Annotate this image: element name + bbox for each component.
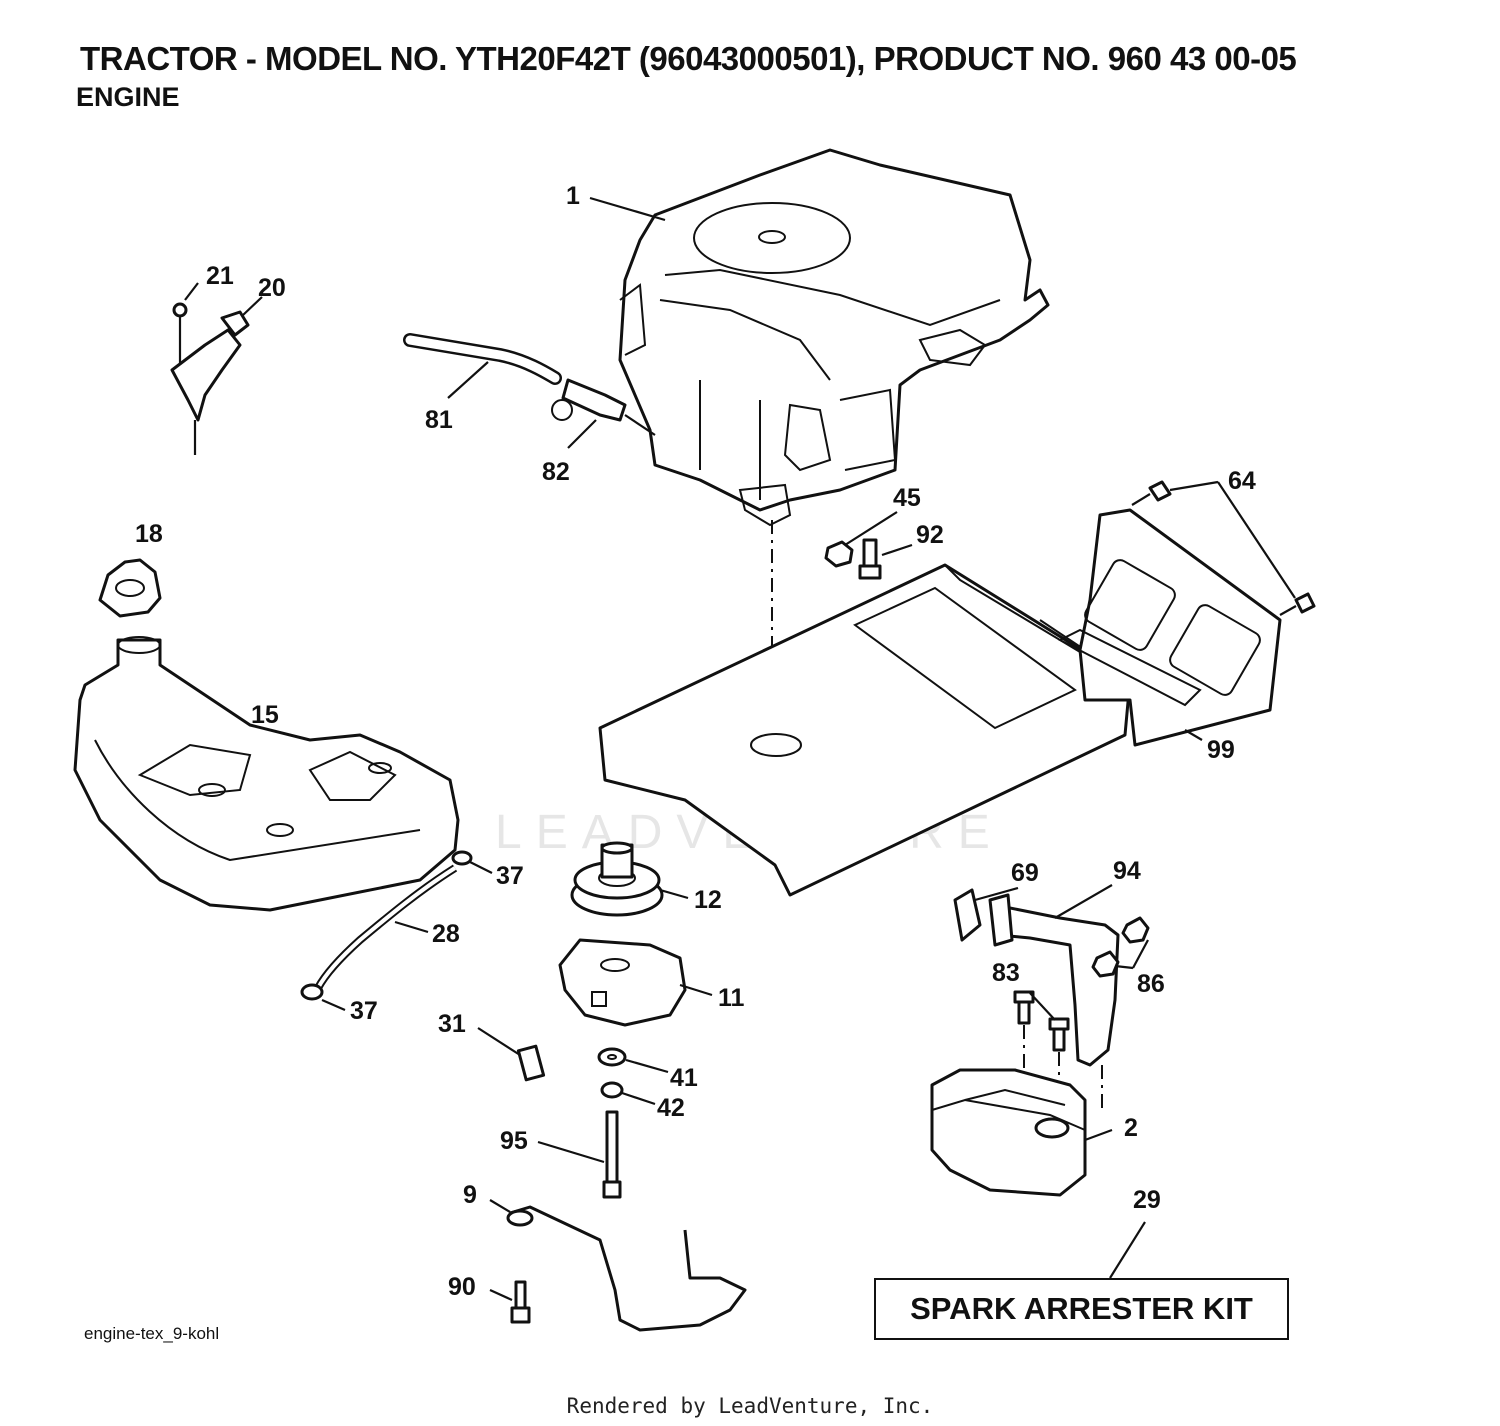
heat-shield-bracket[interactable] (1057, 508, 1282, 747)
engine-nut[interactable] (824, 540, 854, 568)
page-title: TRACTOR - MODEL NO. YTH20F42T (960430005… (80, 40, 1297, 77)
callout-69: 69 (1011, 859, 1039, 887)
clutch-bolt[interactable] (602, 1110, 622, 1199)
lock-washer[interactable] (600, 1081, 624, 1099)
callout-9: 9 (463, 1181, 477, 1209)
callout-64: 64 (1228, 467, 1256, 495)
engine-bolt[interactable] (858, 538, 882, 580)
callout-90: 90 (448, 1273, 476, 1301)
electric-clutch[interactable] (558, 938, 687, 1027)
exhaust-nut[interactable] (1121, 916, 1150, 944)
washer[interactable] (597, 1047, 627, 1067)
hose-clamp[interactable] (451, 850, 473, 866)
callout-29: 29 (1133, 1186, 1161, 1214)
section-subtitle: ENGINE (76, 82, 180, 112)
drawing-code: engine-tex_9-kohl (84, 1324, 220, 1343)
callout-92: 92 (916, 521, 944, 549)
callout-81: 81 (425, 406, 453, 434)
callout-95: 95 (500, 1127, 528, 1155)
callout-41: 41 (670, 1064, 698, 1092)
callout-83: 83 (992, 959, 1020, 987)
callout-31: 31 (438, 1010, 466, 1038)
callout-2: 2 (1124, 1114, 1138, 1142)
spark-arrester-kit-label: SPARK ARRESTER KIT (874, 1278, 1289, 1340)
engine-assembly[interactable] (618, 148, 1050, 527)
fuel-filter-fitting[interactable] (551, 378, 656, 436)
callout-42: 42 (657, 1094, 685, 1122)
callout-20: 20 (258, 274, 286, 302)
exhaust-gasket[interactable] (953, 888, 982, 942)
bracket-bolt[interactable] (510, 1280, 531, 1324)
callout-28: 28 (432, 920, 460, 948)
shield-bolt[interactable] (1131, 480, 1172, 506)
fuel-hose[interactable] (314, 864, 458, 990)
muffler-bolt[interactable] (1048, 1017, 1070, 1052)
hose-clamp[interactable] (300, 983, 324, 1001)
fuel-tank[interactable] (73, 636, 460, 912)
callout-18: 18 (135, 520, 163, 548)
spring-pin[interactable] (516, 1044, 546, 1082)
callout-1: 1 (566, 182, 580, 210)
callout-12: 12 (694, 886, 722, 914)
muffler[interactable] (930, 1068, 1087, 1197)
engine-frame[interactable] (598, 563, 1136, 897)
callout-45: 45 (893, 484, 921, 512)
callout-86: 86 (1137, 970, 1165, 998)
callout-94: 94 (1113, 857, 1141, 885)
shield-bolt[interactable] (1279, 592, 1316, 616)
callout-99: 99 (1207, 736, 1235, 764)
callout-11: 11 (718, 984, 745, 1012)
fuel-cap[interactable] (98, 558, 162, 618)
muffler-bolt[interactable] (1013, 990, 1035, 1025)
clutch-bracket[interactable] (506, 1205, 747, 1332)
throttle-control[interactable] (170, 302, 250, 455)
exhaust-nut[interactable] (1091, 950, 1120, 978)
footer-credit: Rendered by LeadVenture, Inc. (566, 1394, 934, 1418)
callout-82: 82 (542, 458, 570, 486)
engine-pulley[interactable] (570, 841, 664, 917)
callout-37: 37 (350, 997, 378, 1025)
callout-15: 15 (251, 701, 279, 729)
callout-37: 37 (496, 862, 524, 890)
fuel-line-hose[interactable] (403, 333, 562, 385)
callout-21: 21 (206, 262, 234, 290)
exhaust-pipe[interactable] (988, 893, 1120, 1067)
